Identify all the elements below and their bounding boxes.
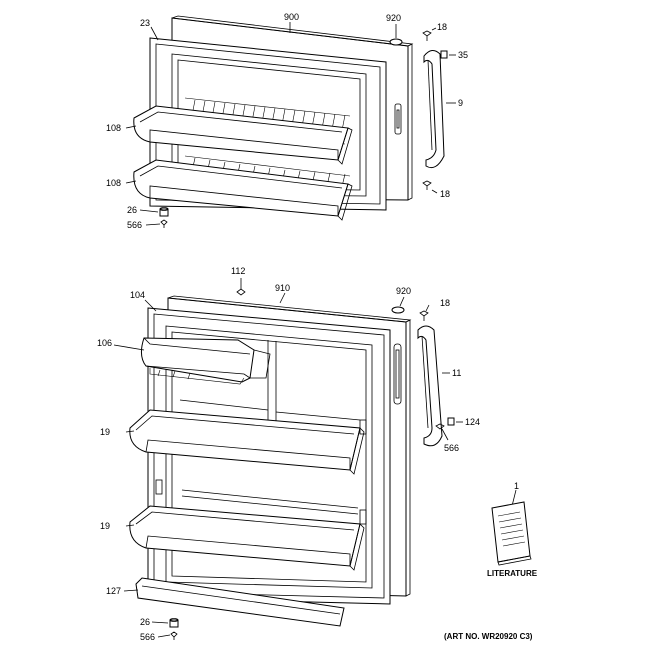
literature-booklet bbox=[491, 501, 532, 566]
callout-108-upper: 108 bbox=[106, 123, 121, 133]
callout-910: 910 bbox=[275, 283, 290, 293]
freezer-door-assembly bbox=[133, 15, 414, 221]
fresh-food-screw-566-icon bbox=[170, 631, 178, 640]
callout-900: 900 bbox=[284, 12, 299, 22]
callout-35: 35 bbox=[458, 50, 468, 60]
freezer-screw-566-icon bbox=[160, 219, 168, 228]
freezer-leader-lines bbox=[125, 22, 456, 226]
callout-18-bottom: 18 bbox=[440, 189, 450, 199]
fresh-food-leader-lines bbox=[113, 278, 517, 638]
callout-18-fresh: 18 bbox=[440, 298, 450, 308]
callout-106: 106 bbox=[97, 338, 112, 348]
fresh-food-bin-upper bbox=[129, 409, 365, 475]
callout-920-bottom: 920 bbox=[396, 286, 411, 296]
fresh-food-bin-lower bbox=[129, 505, 365, 571]
fresh-food-screw-18-icon bbox=[419, 310, 429, 321]
callout-124: 124 bbox=[465, 417, 480, 427]
fresh-food-handle bbox=[417, 325, 443, 447]
callout-11: 11 bbox=[452, 368, 461, 378]
freezer-screw-top-icon bbox=[422, 30, 432, 41]
freezer-shelf-lower bbox=[133, 159, 353, 221]
callout-566-handle: 566 bbox=[444, 443, 459, 453]
callout-112: 112 bbox=[231, 266, 245, 276]
literature-caption: LITERATURE bbox=[487, 569, 538, 578]
freezer-cap-920 bbox=[389, 38, 403, 46]
freezer-shelf-upper bbox=[133, 105, 353, 165]
callout-18-top: 18 bbox=[437, 22, 447, 32]
spacer-124 bbox=[447, 417, 455, 426]
callout-127: 127 bbox=[106, 586, 121, 596]
freezer-handle bbox=[423, 50, 448, 169]
fresh-food-small-parts bbox=[169, 288, 455, 640]
callout-19-lower: 19 bbox=[100, 521, 110, 531]
callout-26-top: 26 bbox=[127, 205, 137, 215]
art-number: (ART NO. WR20920 C3) bbox=[444, 632, 533, 641]
screw-112-icon bbox=[236, 288, 246, 296]
freezer-screw-bottom-icon bbox=[422, 180, 432, 190]
callout-566-top: 566 bbox=[127, 220, 142, 230]
callout-566-bottom: 566 bbox=[140, 632, 155, 642]
callout-104: 104 bbox=[130, 290, 145, 300]
callout-1: 1 bbox=[514, 481, 519, 491]
callout-920-top: 920 bbox=[386, 13, 401, 23]
callout-9: 9 bbox=[458, 98, 463, 108]
freezer-small-parts bbox=[159, 30, 432, 228]
bottom-rail bbox=[135, 577, 345, 627]
handle-screw-566-icon bbox=[435, 423, 445, 430]
callout-108-lower: 108 bbox=[106, 178, 121, 188]
callout-19-upper: 19 bbox=[100, 427, 110, 437]
callout-26-bottom: 26 bbox=[140, 617, 150, 627]
dairy-door bbox=[140, 337, 271, 385]
callout-23: 23 bbox=[140, 18, 150, 28]
fresh-food-cap-920 bbox=[391, 306, 405, 314]
